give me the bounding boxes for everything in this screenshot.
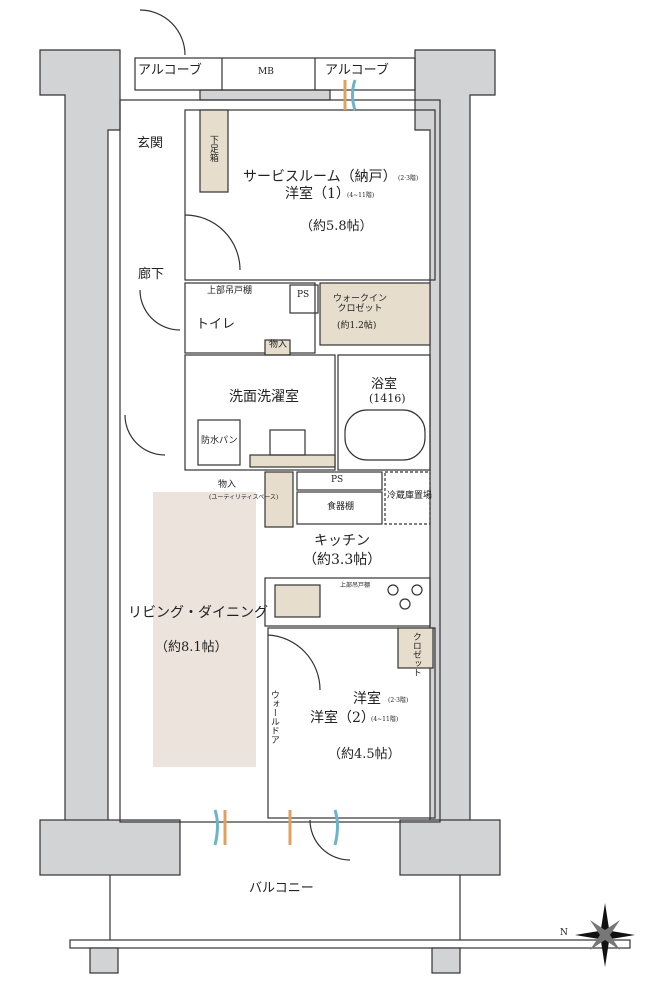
bathroom-size: (1416) bbox=[369, 392, 406, 405]
storage2-note: (ユーティリティスペース) bbox=[209, 494, 279, 501]
alcove-right-label: アルコーブ bbox=[325, 63, 389, 78]
western-room-2-alt-note: (2·3階) bbox=[388, 697, 409, 704]
storage2-label: 物入 bbox=[218, 480, 237, 490]
compass-north-label: N bbox=[560, 928, 568, 938]
unit-outline bbox=[119, 99, 441, 823]
kitchen-size: （約3.3帖） bbox=[303, 552, 382, 568]
compass-icon bbox=[575, 903, 635, 967]
bathroom bbox=[337, 354, 431, 471]
hallway-label: 廊下 bbox=[138, 267, 165, 282]
mb-label: MB bbox=[258, 67, 274, 77]
fridge-label: 冷蔵庫置場 bbox=[387, 491, 433, 501]
walk-in-closet bbox=[319, 282, 431, 346]
western-room-2 bbox=[267, 627, 436, 819]
ps-label: PS bbox=[297, 290, 310, 300]
top-wall bbox=[199, 89, 331, 101]
walk-in-closet-label: ウォークイン クロゼット bbox=[333, 294, 388, 314]
shoe-box bbox=[199, 109, 229, 193]
closet-label: クロゼット bbox=[410, 632, 421, 677]
waterproof-pan-label: 防水パン bbox=[201, 436, 238, 446]
right-bottom-pillar bbox=[399, 819, 501, 876]
bathroom-label: 浴室 bbox=[371, 377, 398, 392]
western-room-1-size: （約5.8帖） bbox=[300, 219, 373, 234]
balcony-railing bbox=[69, 939, 631, 949]
western-room-1-label: 洋室（1） bbox=[285, 186, 350, 202]
walk-in-closet-size: (約1.2帖) bbox=[337, 321, 377, 331]
western-room-1-note: (4~11階) bbox=[347, 192, 375, 199]
wall-door-label: ウォールドア bbox=[268, 690, 279, 744]
storage-label: 物入 bbox=[269, 340, 288, 350]
dish-shelf-label: 食器棚 bbox=[327, 502, 355, 512]
shoe-box-label: 下足箱 bbox=[207, 135, 218, 162]
western-room-2-note: (4~11階) bbox=[371, 716, 399, 723]
washroom bbox=[184, 354, 336, 471]
service-room-label: サービスルーム（納戸） bbox=[243, 169, 397, 185]
western-room-2-label: 洋室（2） bbox=[310, 710, 375, 726]
left-top-pillar bbox=[39, 49, 121, 831]
living-size: （約8.1帖） bbox=[155, 640, 228, 655]
western-room-1 bbox=[184, 109, 436, 281]
western-room-2-alt-label: 洋室 bbox=[353, 691, 381, 707]
balcony-label: バルコニー bbox=[249, 881, 314, 896]
upper-cabinet-label: 上部吊戸棚 bbox=[207, 286, 253, 296]
ps2-label: PS bbox=[331, 475, 344, 485]
right-top-pillar bbox=[414, 49, 496, 831]
left-bottom-pillar bbox=[39, 819, 181, 876]
living-floor-area bbox=[153, 492, 256, 767]
service-room-note: (2·3階) bbox=[398, 175, 419, 182]
kitchen-counter bbox=[264, 577, 431, 627]
kitchen-cabinet-label: 上部吊戸棚 bbox=[340, 582, 371, 589]
western-room-2-size: （約4.5帖） bbox=[328, 747, 401, 762]
toilet-label: トイレ bbox=[196, 317, 236, 332]
entrance-label: 玄関 bbox=[137, 136, 164, 151]
kitchen-label: キッチン bbox=[314, 533, 370, 549]
living-dining-label: リビング・ダイニング bbox=[128, 605, 268, 621]
alcove-left-label: アルコーブ bbox=[138, 63, 202, 78]
washroom-label: 洗面洗濯室 bbox=[229, 389, 299, 405]
